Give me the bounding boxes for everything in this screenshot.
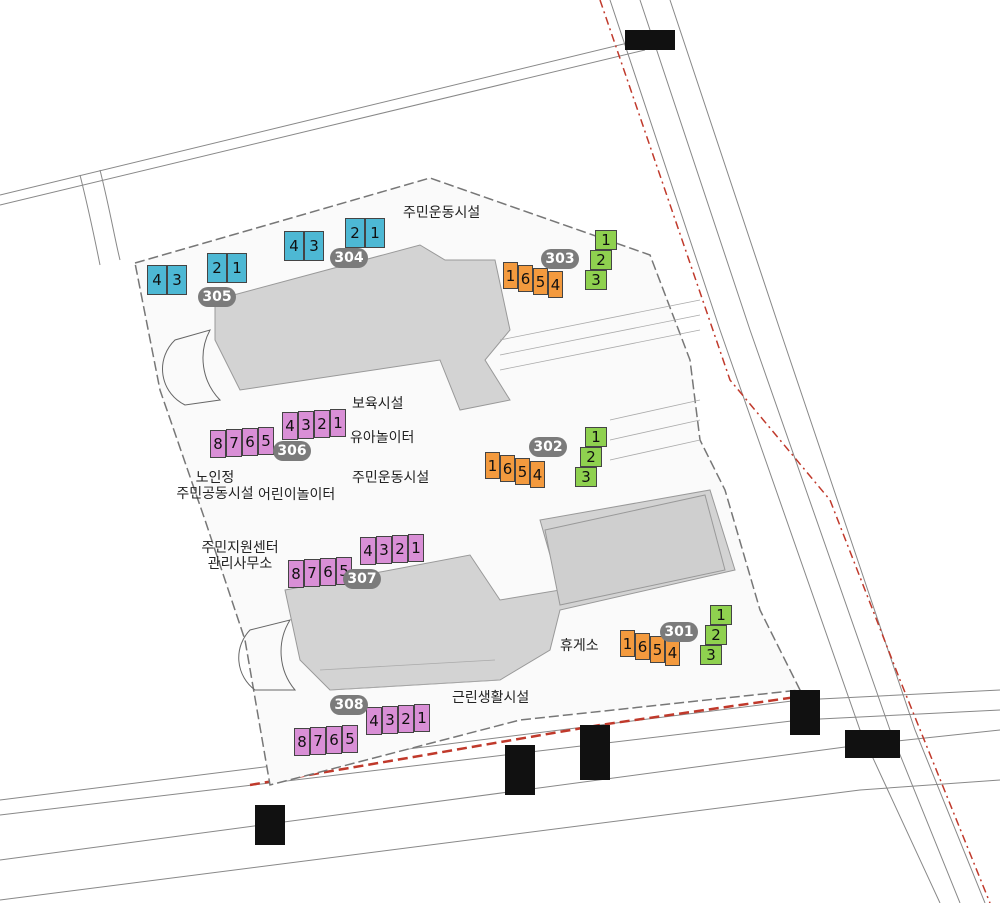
unit-305-a1: 3 xyxy=(167,265,187,295)
unit-305-a0: 4 xyxy=(147,265,167,295)
label-senior-1: 노인정 xyxy=(195,470,235,486)
unit-307-b2: 2 xyxy=(392,535,408,563)
unit-306-a3: 5 xyxy=(258,427,274,455)
unit-306-a1: 7 xyxy=(226,429,242,457)
badge-307: 307 xyxy=(343,569,381,589)
unit-302-b2: 3 xyxy=(575,467,597,487)
unit-305-b0: 2 xyxy=(207,253,227,283)
unit-304-a0: 4 xyxy=(284,231,304,261)
unit-303-a0: 1 xyxy=(503,262,518,289)
unit-301-b0: 1 xyxy=(710,605,732,625)
label-resident-sports-2: 주민운동시설 xyxy=(352,470,430,486)
unit-304-b1: 1 xyxy=(365,218,385,248)
crosswalks xyxy=(255,30,900,845)
label-support-1: 주민지원센터 xyxy=(201,540,279,556)
unit-303-b2: 3 xyxy=(585,270,607,290)
badge-301: 301 xyxy=(660,622,698,642)
parking-zone-east xyxy=(544,494,726,606)
unit-306-b0: 4 xyxy=(282,412,298,440)
parking-zone-north xyxy=(214,244,511,411)
label-rest-area: 휴게소 xyxy=(560,638,599,654)
unit-306-a2: 6 xyxy=(242,428,258,456)
badge-303: 303 xyxy=(541,249,579,269)
row-boundary-bottom xyxy=(249,693,811,787)
unit-308-b0: 4 xyxy=(366,707,382,735)
label-support-2: 관리사무소 xyxy=(207,556,273,573)
label-resident-sports-1: 주민운동시설 xyxy=(403,205,481,221)
unit-307-b1: 3 xyxy=(376,536,392,564)
unit-302-a0: 1 xyxy=(485,452,500,479)
unit-301-a3: 4 xyxy=(665,639,680,666)
unit-301-b1: 2 xyxy=(705,625,727,645)
parking-stalls xyxy=(319,299,701,691)
unit-303-a2: 5 xyxy=(533,268,548,295)
unit-306-b3: 1 xyxy=(330,409,346,437)
row-boundary-right xyxy=(599,0,991,904)
unit-304-a1: 3 xyxy=(304,231,324,261)
unit-303-a1: 6 xyxy=(518,265,533,292)
badge-308: 308 xyxy=(330,695,368,715)
unit-308-b1: 3 xyxy=(382,706,398,734)
unit-301-a2: 5 xyxy=(650,636,665,663)
badge-305: 305 xyxy=(198,287,236,307)
label-kids-play: 어린이놀이터 xyxy=(258,487,336,503)
unit-307-a1: 7 xyxy=(304,559,320,587)
unit-306-b2: 2 xyxy=(314,410,330,438)
unit-302-a1: 6 xyxy=(500,455,515,482)
unit-307-a0: 8 xyxy=(288,560,304,588)
plaza-west-1 xyxy=(162,329,222,406)
unit-302-b0: 1 xyxy=(585,427,607,447)
unit-308-b3: 1 xyxy=(414,704,430,732)
unit-301-b2: 3 xyxy=(700,645,722,665)
unit-308-a0: 8 xyxy=(294,728,310,756)
unit-308-b2: 2 xyxy=(398,705,414,733)
label-childcare: 보육시설 xyxy=(352,396,404,412)
unit-304-b0: 2 xyxy=(345,218,365,248)
unit-308-a1: 7 xyxy=(310,727,326,755)
badge-302: 302 xyxy=(529,437,567,457)
unit-308-a2: 6 xyxy=(326,726,342,754)
label-support-center: 주민지원센터 관리사무소 xyxy=(195,540,285,572)
label-senior-center: 노인정 주민공동시설 xyxy=(170,470,260,502)
unit-303-b1: 2 xyxy=(590,250,612,270)
unit-302-a3: 4 xyxy=(530,461,545,488)
label-toddler-play: 유아놀이터 xyxy=(350,430,415,446)
unit-306-a0: 8 xyxy=(210,430,226,458)
unit-302-b1: 2 xyxy=(580,447,602,467)
unit-308-a3: 5 xyxy=(342,725,358,753)
unit-301-a1: 6 xyxy=(635,633,650,660)
unit-301-a0: 1 xyxy=(620,630,635,657)
badge-304: 304 xyxy=(330,248,368,268)
plaza-west-2 xyxy=(238,619,297,691)
unit-307-b0: 4 xyxy=(360,537,376,565)
unit-303-b0: 1 xyxy=(595,230,617,250)
unit-307-b3: 1 xyxy=(408,534,424,562)
label-senior-2: 주민공동시설 xyxy=(176,486,254,503)
unit-307-a2: 6 xyxy=(320,558,336,586)
badge-306: 306 xyxy=(273,441,311,461)
label-neighborhood: 근린생활시설 xyxy=(452,690,530,706)
unit-305-b1: 1 xyxy=(227,253,247,283)
unit-302-a2: 5 xyxy=(515,458,530,485)
unit-303-a3: 4 xyxy=(548,271,563,298)
unit-306-b1: 3 xyxy=(298,411,314,439)
